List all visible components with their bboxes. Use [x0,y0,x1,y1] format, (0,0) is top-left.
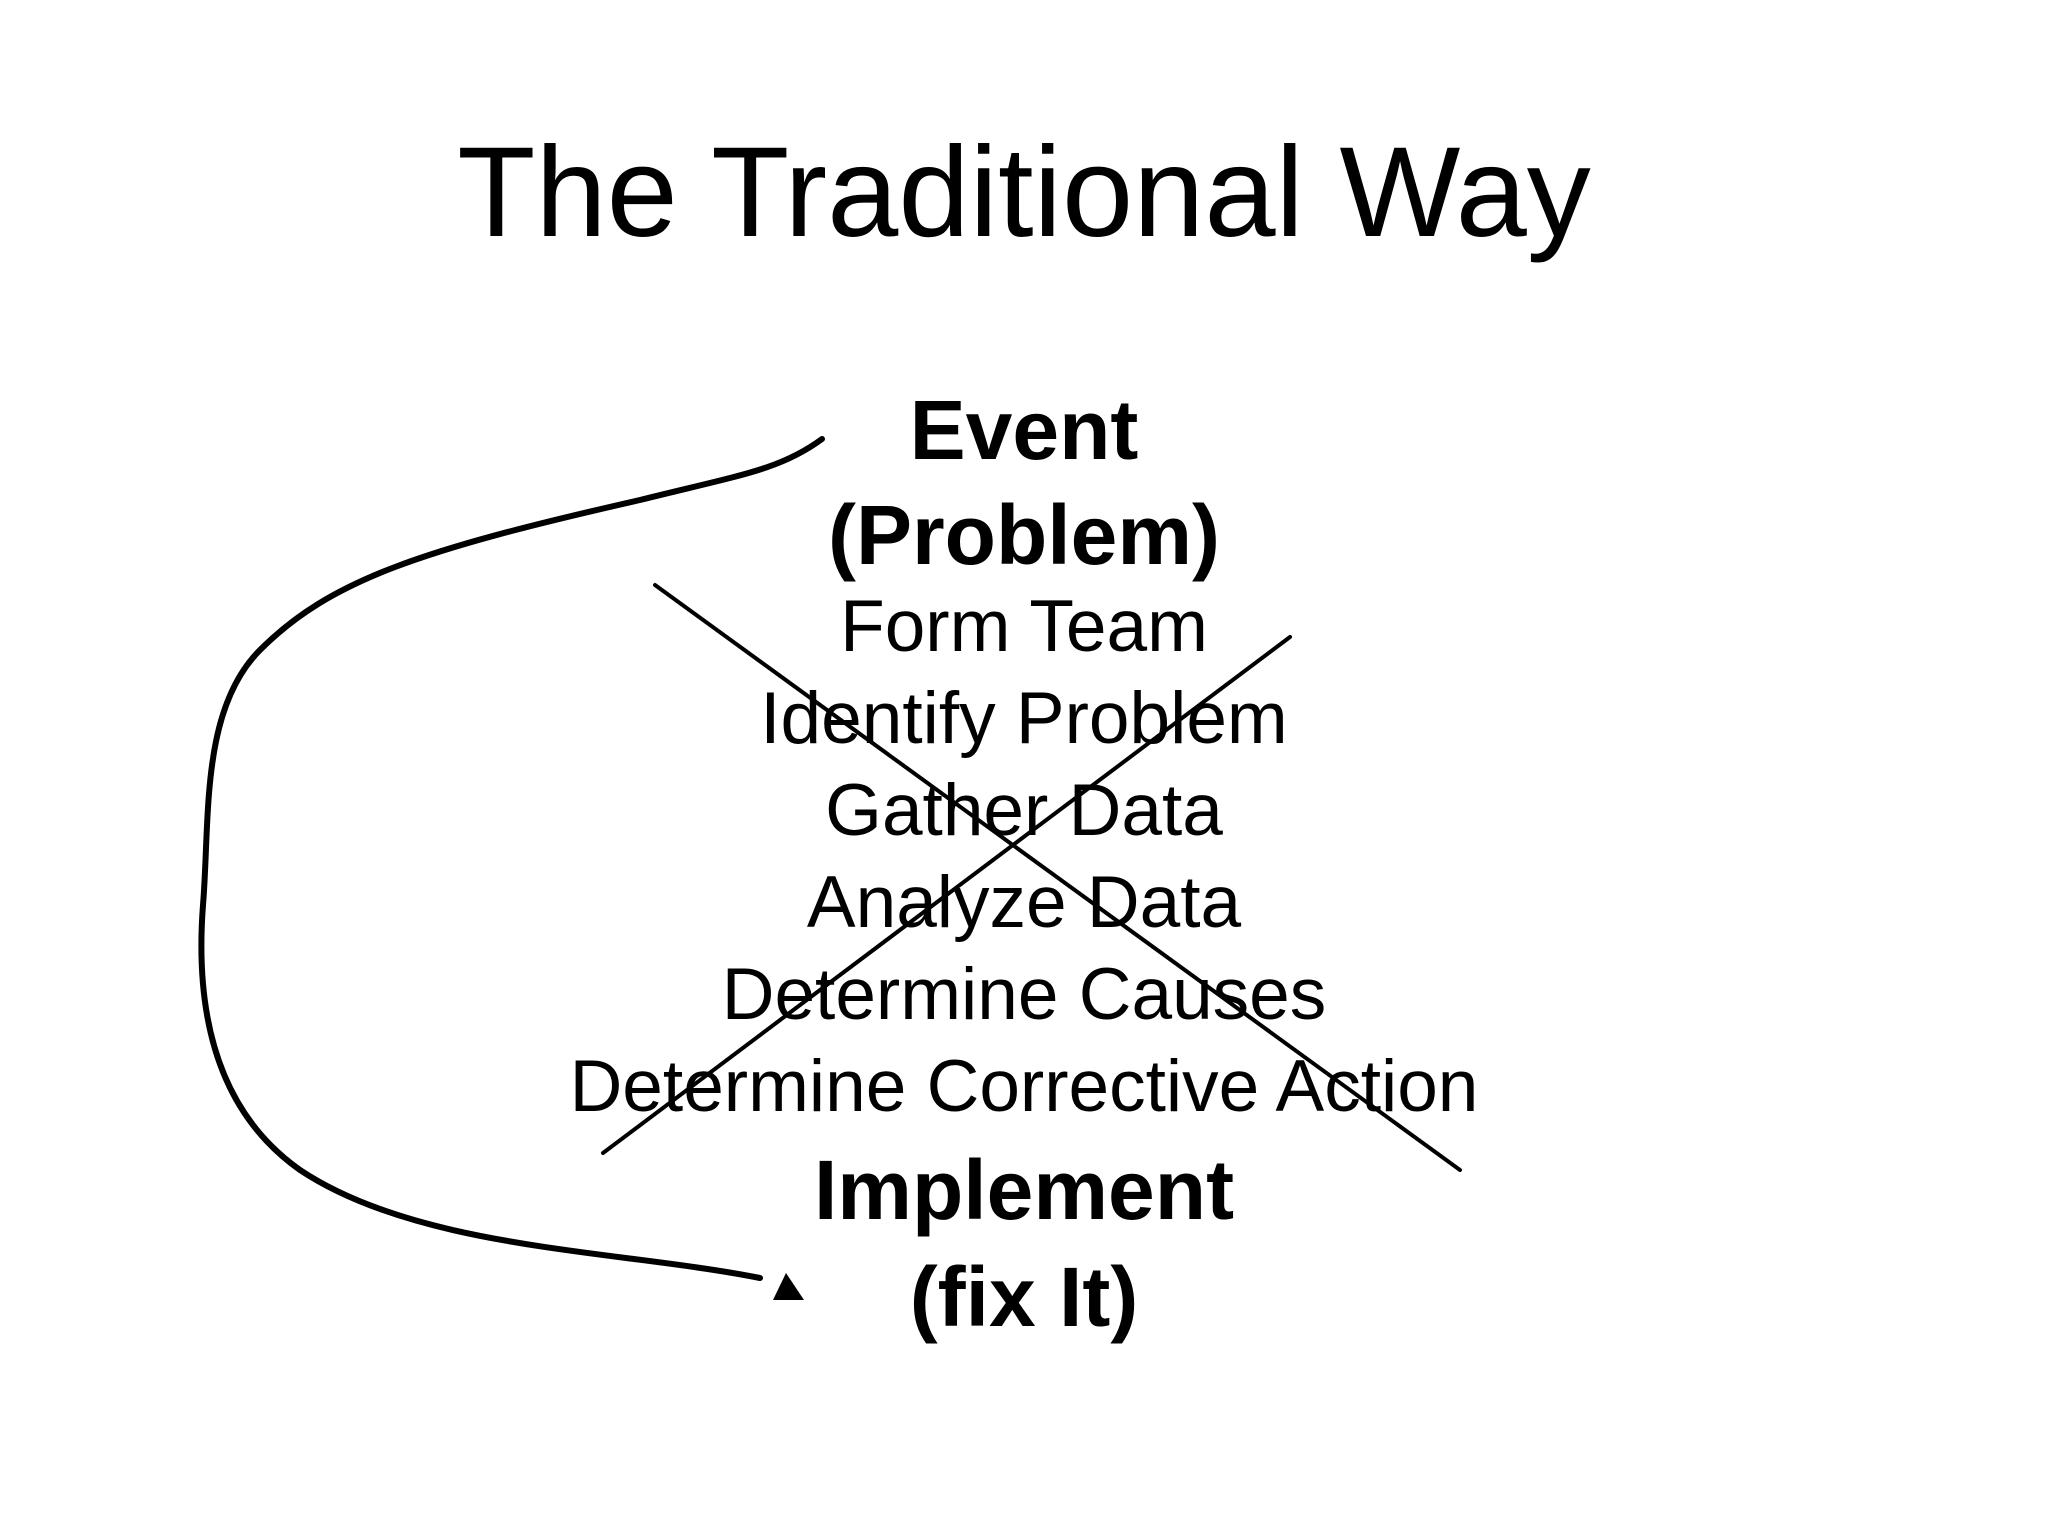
slide-title: The Traditional Way [457,121,1591,264]
step-analyze-data: Analyze Data [806,862,1242,943]
event-label: Event [909,383,1139,477]
step-identify-problem: Identify Problem [760,678,1288,759]
problem-label: (Problem) [827,488,1221,582]
step-determine-causes: Determine Causes [721,954,1327,1035]
step-form-team: Form Team [840,586,1208,667]
implement-label: Implement [813,1143,1235,1237]
step-determine-corrective-action: Determine Corrective Action [569,1046,1479,1127]
step-gather-data: Gather Data [825,770,1223,851]
fix-it-label: (fix It) [909,1250,1139,1344]
